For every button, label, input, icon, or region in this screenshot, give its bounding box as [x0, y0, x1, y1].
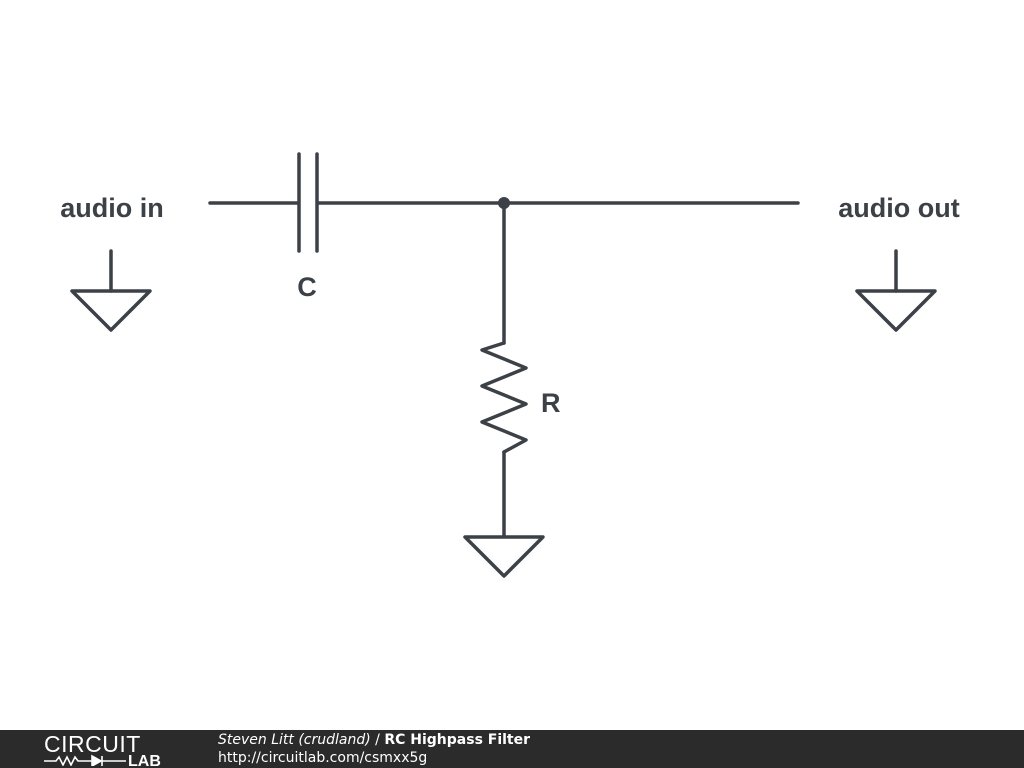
- logo-resistor-diode-icon: [44, 754, 126, 766]
- resistor-symbol: [480, 341, 528, 454]
- capacitor-symbol: [297, 152, 319, 253]
- footer-bar: CIRCUIT LAB Steven Litt (crudland) / RC …: [0, 730, 1024, 768]
- ground-symbol-resistor: [463, 535, 545, 578]
- ground-symbol-input: [70, 249, 152, 332]
- author-name: Steven Litt (crudland): [218, 732, 371, 748]
- title-separator: /: [375, 732, 380, 748]
- footer-text: Steven Litt (crudland) / RC Highpass Fil…: [218, 731, 530, 767]
- circuit-title: RC Highpass Filter: [384, 732, 531, 748]
- schematic-canvas: audio in audio out C R: [60, 152, 960, 578]
- logo-top-text: CIRCUIT: [44, 732, 141, 757]
- resistor-label: R: [541, 388, 561, 418]
- footer-title-line: Steven Litt (crudland) / RC Highpass Fil…: [218, 731, 530, 749]
- circuit-url-link[interactable]: http://circuitlab.com/csmxx5g: [218, 750, 428, 766]
- audio-in-label: audio in: [60, 193, 164, 223]
- ground-symbol-output: [855, 249, 937, 332]
- audio-out-label: audio out: [838, 193, 959, 223]
- logo-bottom-text: LAB: [128, 753, 161, 766]
- circuitlab-logo[interactable]: CIRCUIT LAB: [44, 732, 176, 766]
- capacitor-label: C: [297, 272, 317, 302]
